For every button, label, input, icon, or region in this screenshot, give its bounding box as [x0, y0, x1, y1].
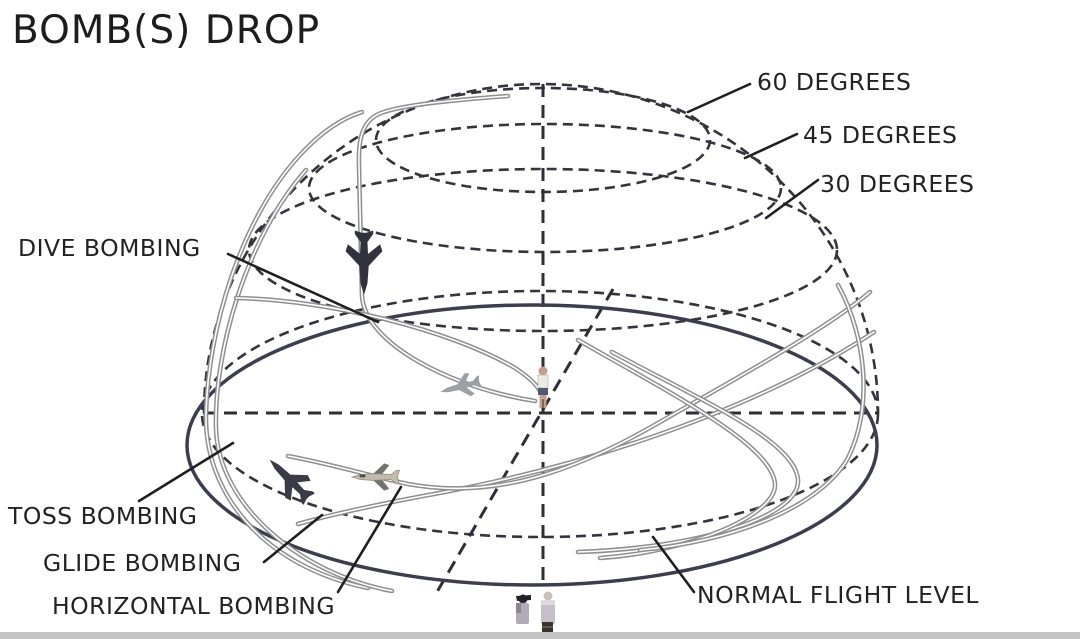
toss-flight-path [203, 109, 371, 591]
leader-dive-bombing [226, 252, 380, 324]
egress-path-right-outer [575, 349, 801, 555]
diagram-labels: BOMB(S) DROP 60 DEGREES 45 DEGREES 30 DE… [7, 8, 979, 620]
dome-silhouette-arc [202, 82, 880, 414]
people-figures [516, 366, 555, 632]
leader-toss-bombing [137, 441, 235, 503]
leader-60-degrees [686, 82, 752, 114]
dive-bomber-aircraft [345, 230, 383, 295]
label-45-degrees: 45 DEGREES [803, 121, 957, 149]
aircraft-figures [258, 230, 484, 511]
ground-circle [185, 303, 879, 587]
label-normal-flight-level: NORMAL FLIGHT LEVEL [697, 581, 979, 609]
circle-30-degrees [247, 167, 839, 333]
leader-normal-flight-level [651, 535, 696, 594]
label-horizontal-bombing: HORIZONTAL BOMBING [52, 592, 335, 620]
label-30-degrees: 30 DEGREES [820, 170, 974, 198]
level-bomber-aircraft [350, 463, 400, 491]
label-60-degrees: 60 DEGREES [757, 68, 911, 96]
leader-30-degrees [764, 178, 820, 220]
leader-glide-bombing [262, 513, 324, 564]
toss-flight-path-inner [213, 167, 395, 594]
observer-person-right [541, 591, 555, 632]
diagonal-axis-line [435, 288, 615, 593]
bottom-edge-strip [0, 632, 1080, 639]
label-toss-bombing: TOSS BOMBING [7, 502, 197, 530]
reference-axes [203, 84, 879, 593]
observer-person-left [516, 594, 531, 624]
dive-flight-path [356, 93, 538, 404]
leader-45-degrees [743, 132, 799, 160]
egress-path-far-right [637, 282, 866, 553]
label-dive-bombing: DIVE BOMBING [18, 234, 201, 262]
glide-flight-path [295, 329, 877, 527]
page-title: BOMB(S) DROP [12, 8, 320, 53]
label-glide-bombing: GLIDE BOMBING [43, 549, 241, 577]
circle-45-degrees [307, 122, 783, 254]
approach-path-to-target [233, 295, 545, 399]
leader-lines [137, 82, 820, 594]
leader-horizontal-bombing [336, 485, 403, 594]
target-person [537, 366, 549, 408]
flight-paths [203, 93, 877, 594]
